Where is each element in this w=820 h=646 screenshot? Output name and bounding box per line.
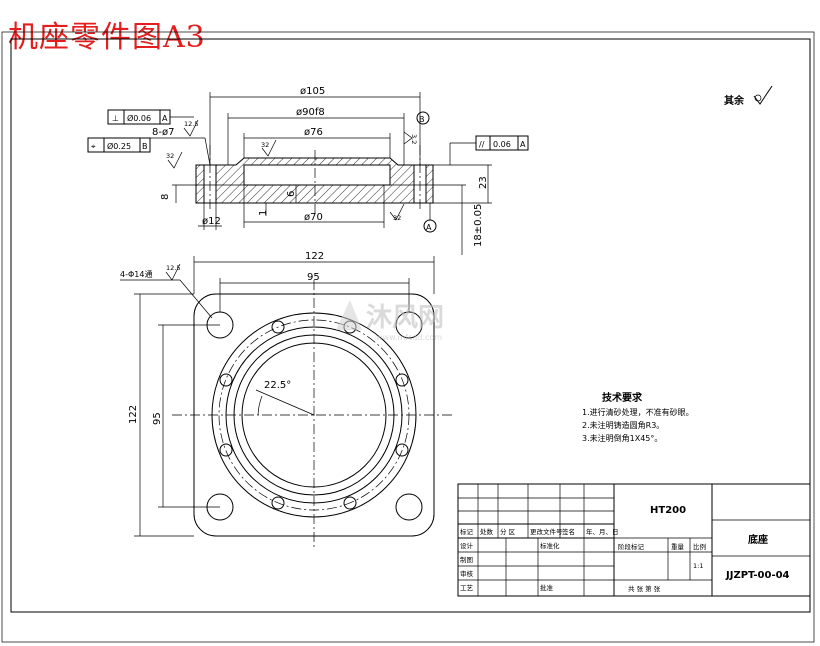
tech-req-item-3: 3.未注明倒角1X45°。 — [582, 433, 662, 443]
rough-label-4: 3.2 — [410, 134, 418, 144]
datum-a: A — [423, 203, 437, 233]
header-cell-2: 分 区 — [500, 527, 516, 536]
datum-b-label: B — [419, 115, 425, 124]
dim-h95: 95 — [152, 412, 163, 425]
approve-label: 批准 — [540, 583, 554, 592]
dim-d70: ø70 — [304, 212, 323, 223]
material: HT200 — [650, 505, 686, 516]
row-draw: 制图 — [460, 555, 473, 564]
scale-value: 1:1 — [693, 562, 703, 570]
rough-label-1: 32 — [166, 152, 174, 160]
row-design: 设计 — [460, 541, 474, 550]
header-cell-1: 处数 — [480, 527, 494, 536]
rough-label-6: 12.5 — [166, 264, 180, 272]
drawing-number: JJZPT-00-04 — [725, 570, 790, 581]
page-title: 机座零件图A3 — [8, 20, 206, 55]
section-cavity — [243, 164, 391, 186]
roughness-symbols: 32 32 12.5 3.2 32 12.5 — [165, 119, 418, 281]
watermark-brand: 沐风网 — [366, 303, 444, 333]
part-name: 底座 — [748, 533, 768, 546]
rough-label-2: 32 — [261, 141, 269, 149]
title-block: HT200 底座 JJZPT-00-04 1:1 标记 处数 分 区 更改文件号… — [457, 483, 811, 597]
standardize-label: 标准化 — [540, 541, 560, 550]
rough-label-3: 12.5 — [184, 120, 198, 128]
watermark: 沐风网 www.mfcad.com — [336, 300, 444, 342]
perp-symbol: ⊥ — [112, 114, 119, 123]
header-cell-5: 年、月、日 — [586, 527, 619, 536]
outer-frame — [1, 31, 815, 643]
row-process: 工艺 — [460, 584, 474, 592]
perp-tolerance-frame: ⊥ Ø0.06 A — [107, 109, 194, 125]
position-tolerance-frame: ⌖ Ø0.25 B — [87, 137, 151, 153]
dim-d12: ø12 — [202, 216, 221, 227]
roughness-note: 其余 — [724, 94, 745, 107]
holes8-label: 8-ø7 — [152, 127, 174, 138]
datum-b: B — [416, 111, 430, 125]
dim-w95: 95 — [307, 272, 320, 283]
tech-req-item-2: 2.未注明铸造圆角R3。 — [582, 420, 664, 430]
header-cell-3: 更改文件号 — [530, 527, 563, 536]
corner-hole-br — [395, 493, 423, 521]
par-datum: A — [520, 140, 526, 149]
holes4-label: 4-Φ14通 — [120, 269, 152, 279]
dim-d90f8: ø90f8 — [296, 107, 325, 118]
par-symbol: // — [479, 140, 485, 149]
parallel-tolerance-frame: // 0.06 A — [449, 135, 529, 165]
par-value: 0.06 — [493, 140, 511, 149]
dim-h122: 122 — [128, 405, 139, 424]
tech-req-title: 技术要求 — [602, 391, 643, 404]
row-review: 审核 — [460, 569, 474, 578]
roughness-note-icon — [753, 85, 773, 105]
section-view: ø105 ø90f8 ø76 ø70 ø12 23 18±0.05 8 6 1 — [150, 86, 492, 255]
perp-value: Ø0.06 — [127, 113, 151, 123]
watermark-url: www.mfcad.com — [376, 333, 442, 342]
dim-h23: 23 — [478, 176, 489, 189]
pos-symbol: ⌖ — [91, 142, 96, 151]
dim-d76: ø76 — [304, 127, 323, 138]
angle-label: 22.5° — [264, 380, 291, 391]
tech-req-item-1: 1.进行清砂处理，不准有砂眼。 — [582, 407, 694, 417]
header-cell-4: 签名 — [562, 527, 575, 536]
dim-h6: 6 — [286, 191, 297, 197]
rough-label-5: 32 — [393, 214, 401, 222]
pos-datum: B — [142, 142, 148, 151]
stage-mark-label: 阶段标记 — [618, 542, 645, 551]
header-cell-0: 标记 — [460, 527, 474, 536]
dim-w122: 122 — [305, 251, 324, 262]
plan-view: 22.5° 122 95 122 95 4-Φ14通 — [120, 251, 455, 550]
dim-h8: 8 — [160, 194, 171, 200]
datum-a-label: A — [426, 223, 432, 232]
perp-datum: A — [162, 114, 168, 123]
ratio-label: 比例 — [693, 542, 706, 551]
inner-frame — [10, 38, 811, 613]
dim-h1: 1 — [258, 210, 269, 216]
pos-value: Ø0.25 — [107, 141, 131, 151]
dim-h18: 18±0.05 — [473, 204, 484, 247]
weight-label: 重量 — [671, 543, 685, 551]
sheets-label: 共 张 第 张 — [628, 584, 661, 593]
dim-d105: ø105 — [300, 86, 325, 97]
